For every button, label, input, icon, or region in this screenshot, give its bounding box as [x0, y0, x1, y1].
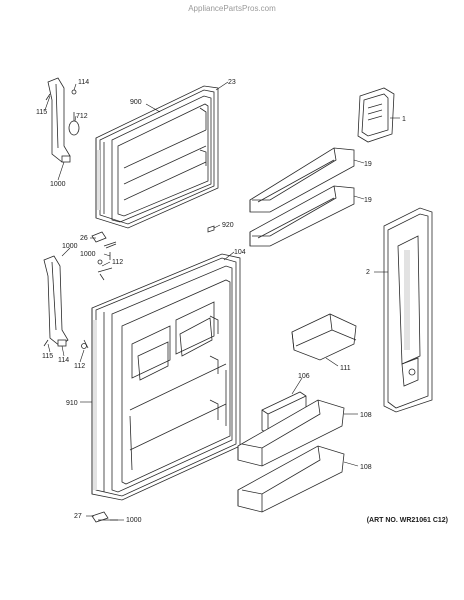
callout-1000-hinge: 1000 — [62, 243, 78, 250]
door-bin-lower — [237, 445, 345, 513]
callout-2: 2 — [366, 269, 370, 276]
callout-115-upper: 115 — [36, 109, 47, 116]
callout-27: 27 — [74, 513, 82, 520]
callout-19-upper: 19 — [364, 161, 372, 168]
callout-108-upper: 108 — [360, 412, 372, 419]
leader-lines — [44, 81, 400, 521]
freezer-handle — [45, 77, 80, 163]
callout-23: 23 — [228, 79, 236, 86]
callout-900: 900 — [130, 99, 142, 106]
callout-111: 111 — [340, 365, 351, 372]
small-bin — [291, 313, 357, 361]
callout-910: 910 — [66, 400, 78, 407]
callout-920: 920 — [222, 222, 234, 229]
fresh-food-handle — [43, 255, 89, 349]
art-number: (ART NO. WR21061 C12) — [367, 517, 448, 524]
callout-1000-upper-hinge: 1000 — [80, 251, 96, 258]
fresh-food-door — [91, 253, 241, 501]
callout-1000-lower-hinge: 1000 — [126, 517, 142, 524]
callout-26: 26 — [80, 235, 88, 242]
callout-115-lower: 115 — [42, 353, 53, 360]
callout-labels: 115 114 712 1000 900 23 1 19 19 920 26 1… — [36, 79, 406, 524]
callout-712: 712 — [76, 113, 88, 120]
freezer-door — [95, 85, 219, 229]
callout-108-lower: 108 — [360, 464, 372, 471]
callout-19-lower: 19 — [364, 197, 372, 204]
door-bin-upper — [237, 399, 345, 467]
callout-1: 1 — [402, 116, 406, 123]
callout-104: 104 — [234, 249, 246, 256]
door-shelf-upper — [249, 147, 355, 213]
callout-114-upper: 114 — [78, 79, 89, 86]
callout-1000-freezer-handle: 1000 — [50, 181, 66, 188]
dispenser-module — [383, 207, 433, 413]
watermark: AppliancePartsPros.com — [188, 4, 276, 13]
callout-112-upper: 112 — [112, 259, 123, 266]
door-shelf-lower — [249, 185, 355, 247]
callout-112-lower: 112 — [74, 363, 85, 370]
control-panel — [357, 87, 395, 143]
callout-114-lower: 114 — [58, 357, 69, 364]
callout-106: 106 — [298, 373, 310, 380]
